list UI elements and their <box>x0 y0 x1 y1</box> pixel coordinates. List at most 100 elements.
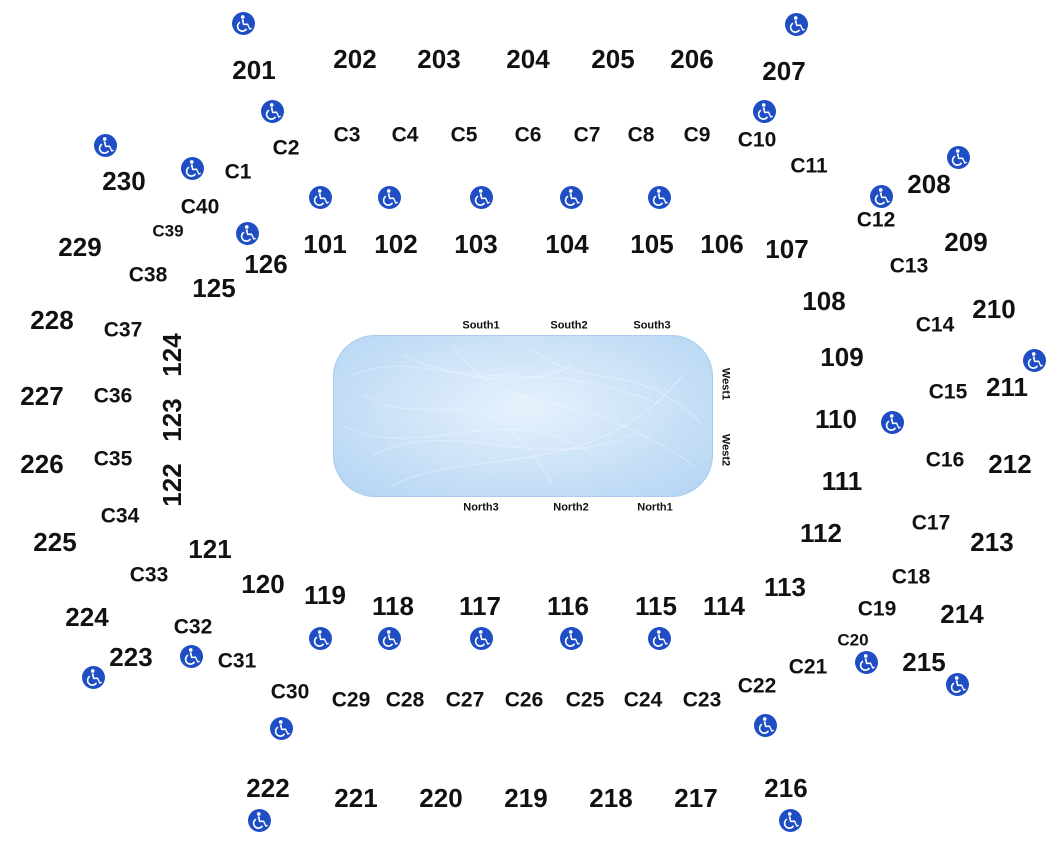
club-section-c19[interactable]: C19 <box>857 597 897 621</box>
section-210[interactable]: 210 <box>972 294 1016 324</box>
section-226[interactable]: 226 <box>20 449 64 479</box>
section-224[interactable]: 224 <box>65 602 109 632</box>
section-203[interactable]: 203 <box>417 44 461 74</box>
section-211[interactable]: 211 <box>986 372 1028 402</box>
wheelchair-accessible-icon[interactable] <box>260 99 284 123</box>
wheelchair-accessible-icon[interactable] <box>880 410 904 434</box>
wheelchair-accessible-icon[interactable] <box>784 12 808 36</box>
section-202[interactable]: 202 <box>333 44 377 74</box>
wheelchair-accessible-icon[interactable] <box>1022 348 1046 372</box>
wheelchair-accessible-icon[interactable] <box>869 184 893 208</box>
wheelchair-accessible-icon[interactable] <box>308 185 332 209</box>
section-213[interactable]: 213 <box>970 527 1014 557</box>
wheelchair-accessible-icon[interactable] <box>946 145 970 169</box>
wheelchair-accessible-icon[interactable] <box>377 626 401 650</box>
wheelchair-accessible-icon[interactable] <box>308 626 332 650</box>
section-105[interactable]: 105 <box>630 229 674 259</box>
section-216[interactable]: 216 <box>764 773 808 803</box>
wheelchair-accessible-icon[interactable] <box>945 672 969 696</box>
wheelchair-accessible-icon[interactable] <box>647 185 671 209</box>
club-section-c6[interactable]: C6 <box>514 123 542 147</box>
section-204[interactable]: 204 <box>506 44 550 74</box>
club-section-c28[interactable]: C28 <box>385 688 425 712</box>
wheelchair-accessible-icon[interactable] <box>854 650 878 674</box>
club-section-c39[interactable]: C39 <box>152 221 184 241</box>
club-section-c22[interactable]: C22 <box>737 674 777 698</box>
wheelchair-accessible-icon[interactable] <box>81 665 105 689</box>
section-120[interactable]: 120 <box>241 569 285 599</box>
section-123[interactable]: 123 <box>157 398 187 442</box>
section-218[interactable]: 218 <box>589 783 633 813</box>
club-section-c32[interactable]: C32 <box>173 615 213 639</box>
club-section-c12[interactable]: C12 <box>856 208 896 232</box>
section-114[interactable]: 114 <box>703 591 745 621</box>
section-107[interactable]: 107 <box>765 234 809 264</box>
section-228[interactable]: 228 <box>30 305 74 335</box>
wheelchair-accessible-icon[interactable] <box>752 99 776 123</box>
wheelchair-accessible-icon[interactable] <box>269 716 293 740</box>
club-section-c15[interactable]: C15 <box>928 380 968 404</box>
club-section-c18[interactable]: C18 <box>891 565 931 589</box>
club-section-c9[interactable]: C9 <box>683 123 711 147</box>
section-102[interactable]: 102 <box>374 229 418 259</box>
wheelchair-accessible-icon[interactable] <box>778 808 802 832</box>
club-section-c11[interactable]: C11 <box>790 154 828 178</box>
club-section-c10[interactable]: C10 <box>737 128 777 152</box>
club-section-c23[interactable]: C23 <box>682 688 722 712</box>
section-122[interactable]: 122 <box>157 463 187 507</box>
wheelchair-accessible-icon[interactable] <box>647 626 671 650</box>
section-201[interactable]: 201 <box>232 55 276 85</box>
wheelchair-accessible-icon[interactable] <box>559 185 583 209</box>
club-section-c31[interactable]: C31 <box>217 649 257 673</box>
section-229[interactable]: 229 <box>58 232 102 262</box>
club-section-c38[interactable]: C38 <box>128 263 168 287</box>
section-126[interactable]: 126 <box>244 249 288 279</box>
club-section-c7[interactable]: C7 <box>573 123 601 147</box>
club-section-c3[interactable]: C3 <box>333 123 361 147</box>
section-116[interactable]: 116 <box>547 591 589 621</box>
section-118[interactable]: 118 <box>372 591 414 621</box>
wheelchair-accessible-icon[interactable] <box>469 626 493 650</box>
club-section-c25[interactable]: C25 <box>565 688 605 712</box>
wheelchair-accessible-icon[interactable] <box>180 156 204 180</box>
club-section-c17[interactable]: C17 <box>911 511 951 535</box>
section-111[interactable]: 111 <box>821 466 863 496</box>
section-117[interactable]: 117 <box>459 591 501 621</box>
club-section-c21[interactable]: C21 <box>788 655 828 679</box>
club-section-c37[interactable]: C37 <box>103 318 143 342</box>
club-section-c2[interactable]: C2 <box>272 136 300 160</box>
club-section-c27[interactable]: C27 <box>445 688 485 712</box>
section-209[interactable]: 209 <box>944 227 988 257</box>
wheelchair-accessible-icon[interactable] <box>179 644 203 668</box>
section-206[interactable]: 206 <box>670 44 714 74</box>
section-119[interactable]: 119 <box>304 580 346 610</box>
club-section-c33[interactable]: C33 <box>129 563 169 587</box>
section-112[interactable]: 112 <box>800 518 842 548</box>
section-221[interactable]: 221 <box>334 783 378 813</box>
club-section-c36[interactable]: C36 <box>93 384 133 408</box>
section-222[interactable]: 222 <box>246 773 290 803</box>
section-230[interactable]: 230 <box>102 166 146 196</box>
section-227[interactable]: 227 <box>20 381 64 411</box>
section-124[interactable]: 124 <box>157 333 187 377</box>
club-section-c16[interactable]: C16 <box>925 448 965 472</box>
wheelchair-accessible-icon[interactable] <box>231 11 255 35</box>
club-section-c29[interactable]: C29 <box>331 688 371 712</box>
section-108[interactable]: 108 <box>802 286 846 316</box>
section-208[interactable]: 208 <box>907 169 951 199</box>
wheelchair-accessible-icon[interactable] <box>235 221 259 245</box>
wheelchair-accessible-icon[interactable] <box>377 185 401 209</box>
section-104[interactable]: 104 <box>545 229 589 259</box>
club-section-c14[interactable]: C14 <box>915 313 955 337</box>
club-section-c20[interactable]: C20 <box>837 630 869 650</box>
section-212[interactable]: 212 <box>988 449 1032 479</box>
club-section-c34[interactable]: C34 <box>100 504 140 528</box>
club-section-c1[interactable]: C1 <box>224 160 252 184</box>
wheelchair-accessible-icon[interactable] <box>559 626 583 650</box>
section-207[interactable]: 207 <box>762 56 806 86</box>
section-215[interactable]: 215 <box>902 647 946 677</box>
section-103[interactable]: 103 <box>454 229 498 259</box>
section-225[interactable]: 225 <box>33 527 77 557</box>
section-115[interactable]: 115 <box>635 591 677 621</box>
club-section-c4[interactable]: C4 <box>391 123 419 147</box>
